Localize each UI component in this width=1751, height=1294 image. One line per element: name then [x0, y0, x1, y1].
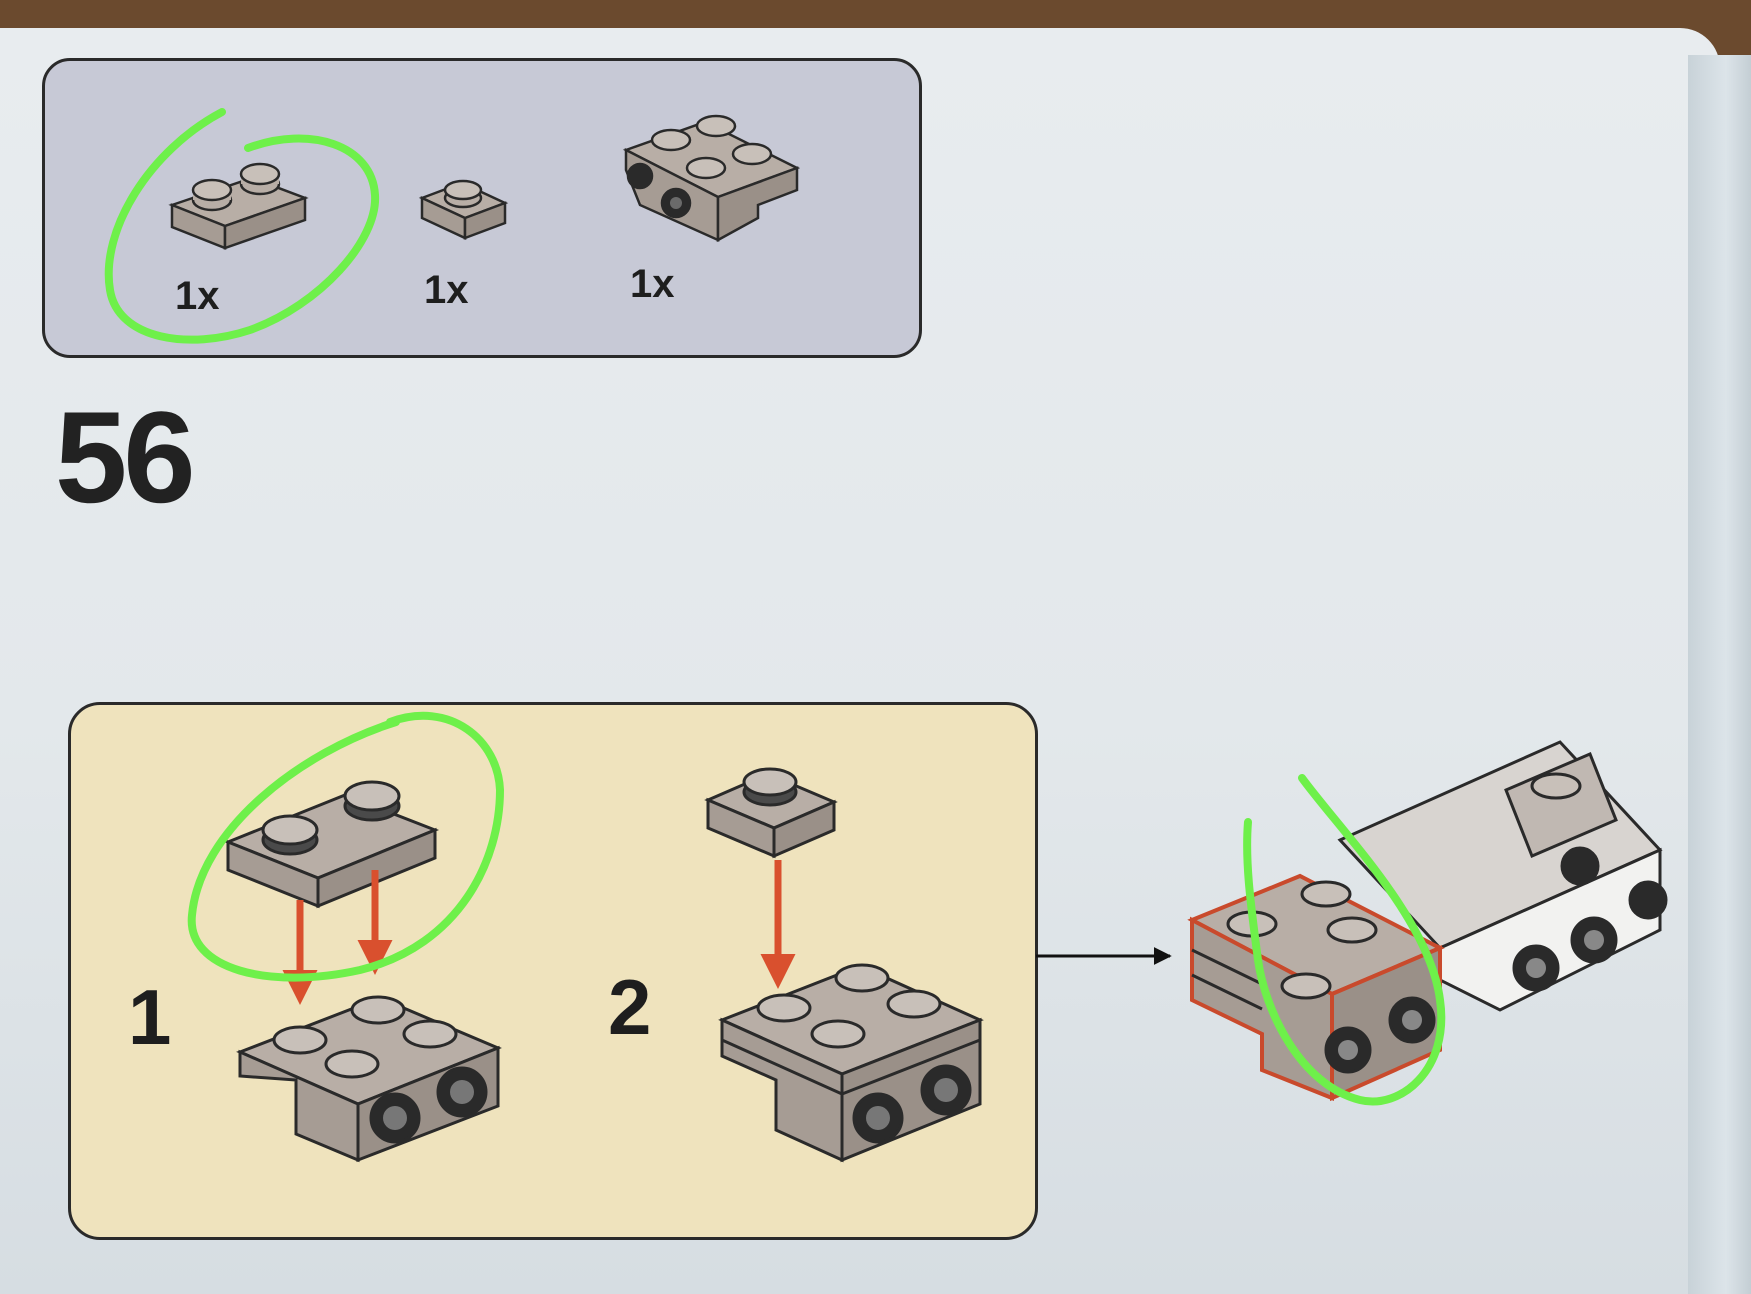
part-quantity-3: 1x [630, 262, 675, 306]
sub-step-number-1: 1 [128, 973, 172, 1061]
sub-step-2-plate-1x1 [704, 767, 838, 859]
sub-step-1-bracket-plate [236, 995, 502, 1163]
sub-step-number-2: 2 [608, 963, 652, 1051]
highlight-marker-circles [104, 108, 1446, 1106]
bracket-plate-2x2-icon [622, 114, 801, 243]
plate-1x1-icon [418, 179, 509, 240]
next-page-edge [1688, 55, 1751, 1294]
result-model [1187, 740, 1668, 1102]
sub-step-1-plate-1x2 [223, 780, 440, 909]
plate-1x2-icon [168, 162, 309, 250]
sub-step-2-assembly [718, 963, 984, 1163]
highlight-circle-parts [104, 108, 380, 344]
part-quantity-1: 1x [175, 274, 220, 318]
highlight-circle-result [1243, 774, 1446, 1106]
part-quantity-2: 1x [424, 268, 469, 312]
step-number: 56 [55, 384, 196, 530]
highlight-circle-sub-step [187, 711, 505, 982]
